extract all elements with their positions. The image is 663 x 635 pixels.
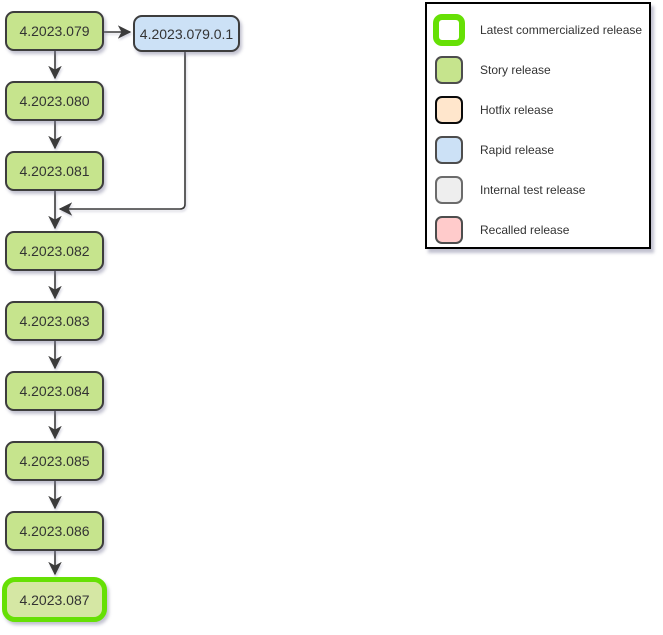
legend-item-label: Rapid release <box>480 143 555 157</box>
node-4-2023-086[interactable]: 4.2023.086 <box>5 511 104 551</box>
legend-item-label: Latest commercialized release <box>480 23 643 37</box>
legend-item-rapid: Rapid release <box>435 130 649 170</box>
legend-swatch-internal-icon <box>435 176 463 204</box>
node-4-2023-080[interactable]: 4.2023.080 <box>5 81 104 121</box>
legend-swatch-recalled-icon <box>435 216 463 244</box>
node-4-2023-085[interactable]: 4.2023.085 <box>5 441 104 481</box>
node-4-2023-087-latest[interactable]: 4.2023.087 <box>2 577 107 622</box>
legend-swatch-hotfix-icon <box>435 96 463 124</box>
legend-item-recalled: Recalled release <box>435 210 649 250</box>
edge-rapid-merge <box>58 52 186 216</box>
legend-item-story: Story release <box>435 50 649 90</box>
node-4-2023-079-0-1[interactable]: 4.2023.079.0.1 <box>133 15 240 52</box>
legend-swatch-rapid-icon <box>435 136 463 164</box>
legend-swatch-latest-icon <box>433 14 465 46</box>
legend-item-label: Internal test release <box>480 183 586 197</box>
legend-item-label: Hotfix release <box>480 103 554 117</box>
node-4-2023-084[interactable]: 4.2023.084 <box>5 371 104 411</box>
node-4-2023-081[interactable]: 4.2023.081 <box>5 151 104 191</box>
node-4-2023-082[interactable]: 4.2023.082 <box>5 231 104 271</box>
legend-swatch-story-icon <box>435 56 463 84</box>
legend-item-hotfix: Hotfix release <box>435 90 649 130</box>
node-4-2023-083[interactable]: 4.2023.083 <box>5 301 104 341</box>
legend-item-label: Story release <box>480 63 551 77</box>
legend-item-label: Recalled release <box>480 223 570 237</box>
legend-item-latest: Latest commercialized release <box>433 10 649 50</box>
legend-panel: Latest commercialized release Story rele… <box>425 2 651 249</box>
legend-item-internal: Internal test release <box>435 170 649 210</box>
node-4-2023-079[interactable]: 4.2023.079 <box>5 11 104 51</box>
